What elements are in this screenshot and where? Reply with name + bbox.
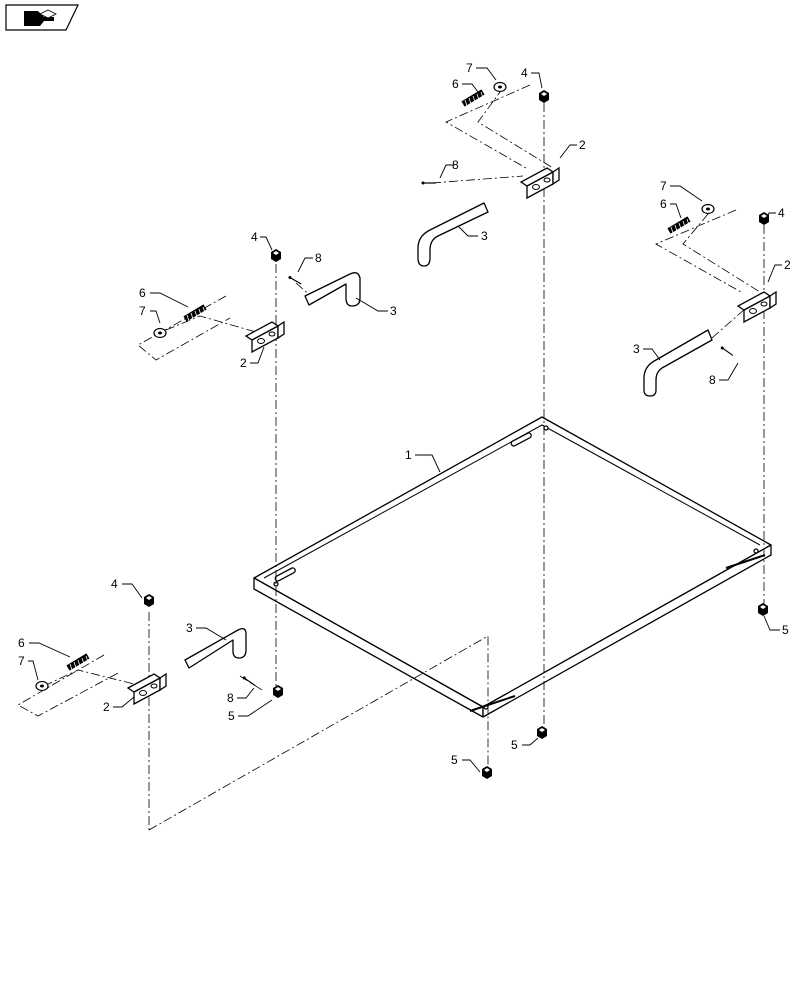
hardware-top	[417, 81, 560, 267]
callout-part-7: 7	[18, 654, 25, 668]
hardware-upper-left	[153, 249, 361, 353]
callout-part-5: 5	[782, 623, 789, 637]
callout-part-6: 6	[660, 197, 667, 211]
callout-part-8: 8	[709, 373, 716, 387]
callout-part-6: 6	[18, 636, 25, 650]
callout-part-4: 4	[251, 230, 258, 244]
callout-part-8: 8	[452, 158, 459, 172]
callout-part-5: 5	[228, 709, 235, 723]
callout-labels: 1 7 6 4 2 8 3 4 8 6 7 3 2 7 6 4 2 3 8 4 …	[18, 61, 791, 767]
tray-panel	[253, 416, 772, 718]
callout-part-4: 4	[521, 66, 528, 80]
callout-part-2: 2	[579, 138, 586, 152]
callout-part-5: 5	[511, 738, 518, 752]
hardware-lower-left	[35, 594, 257, 705]
callout-leaders	[28, 67, 782, 773]
callout-part-4: 4	[111, 577, 118, 591]
callout-part-1: 1	[405, 448, 412, 462]
callout-part-7: 7	[660, 179, 667, 193]
callout-part-6: 6	[452, 77, 459, 91]
callout-part-8: 8	[315, 251, 322, 265]
callout-part-7: 7	[139, 304, 146, 318]
callout-part-6: 6	[139, 286, 146, 300]
callout-part-8: 8	[227, 691, 234, 705]
callout-part-5: 5	[451, 753, 458, 767]
callout-part-3: 3	[481, 229, 488, 243]
callout-part-2: 2	[240, 356, 247, 370]
callout-part-3: 3	[186, 621, 193, 635]
callout-part-4: 4	[778, 206, 785, 220]
callout-part-2: 2	[103, 700, 110, 714]
book-hand-icon[interactable]	[5, 4, 79, 31]
hardware-right	[643, 203, 777, 397]
assembly-centerlines	[17, 84, 765, 831]
callout-part-7: 7	[466, 61, 473, 75]
callout-part-2: 2	[784, 258, 791, 272]
callout-part-3: 3	[390, 304, 397, 318]
callout-part-3: 3	[633, 342, 640, 356]
